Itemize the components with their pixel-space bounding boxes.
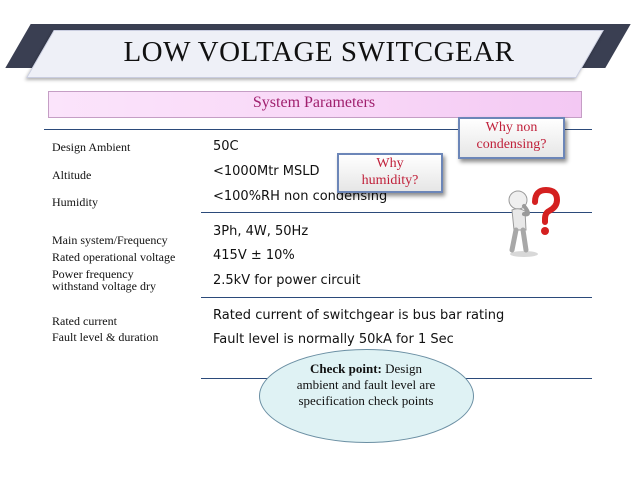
thinking-person-question-mark-icon [508,186,561,257]
label-fault-level: Fault level & duration [52,330,159,344]
section-header-bar [48,91,582,118]
value-fault-level: Fault level is normally 50kA for 1 Sec [213,332,454,347]
value-design-ambient: 50C [213,139,239,154]
checkpoint-body: Design ambient and fault level are speci… [296,361,436,408]
value-main-system: 3Ph, 4W, 50Hz [213,224,309,239]
why-condensing-line1: Why non [485,120,538,135]
value-rated-voltage: 415V ± 10% [213,248,295,263]
why-humidity-line1: Why [376,156,404,171]
slide-title: LOW VOLTAGE SWITCGEAR [123,36,515,68]
section-title: System Parameters [252,94,376,111]
divider-top [44,129,592,130]
why-humidity-line2: humidity? [361,173,419,188]
divider-1 [201,212,592,213]
why-humidity-callout: Why humidity? [337,153,443,193]
label-rated-current: Rated current [52,314,117,328]
checkpoint-ellipse [259,349,474,443]
value-rated-current: Rated current of switchgear is bus bar r… [213,308,505,323]
label-power-frequency: Power frequency [52,267,134,281]
why-non-condensing-callout: Why non condensing? [458,117,565,159]
label-withstand-voltage: withstand voltage dry [52,279,156,293]
value-altitude: <1000Mtr MSLD [213,164,320,179]
label-humidity: Humidity [52,195,99,209]
label-rated-voltage: Rated operational voltage [52,250,176,264]
label-main-system: Main system/Frequency [52,233,168,247]
why-condensing-line2: condensing? [476,137,547,152]
divider-2 [201,297,592,298]
label-altitude: Altitude [52,168,92,182]
label-design-ambient: Design Ambient [52,140,131,154]
checkpoint-bold-label: Check point: [310,361,382,376]
checkpoint-text: Check point: Design ambient and fault le… [291,361,441,409]
value-power-frequency: 2.5kV for power circuit [213,273,361,288]
